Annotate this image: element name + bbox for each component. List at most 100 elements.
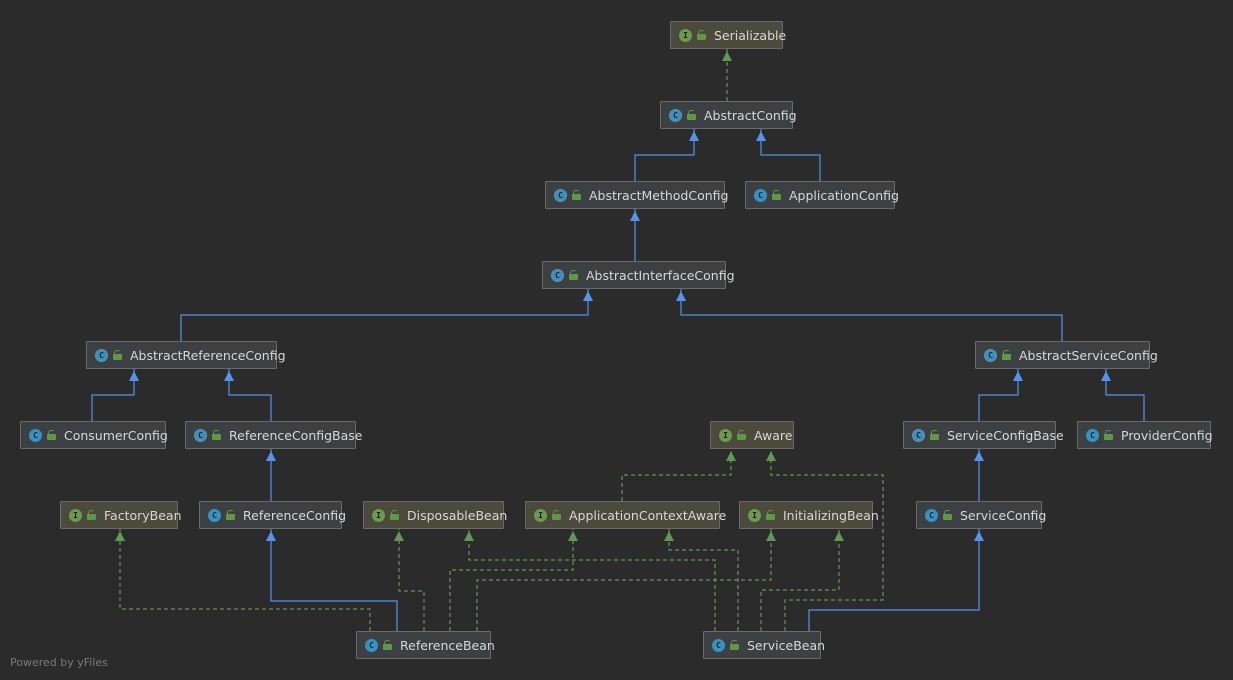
public-lock-icon [383, 640, 392, 650]
abstract-class-icon: C [551, 268, 564, 282]
node-label: ReferenceConfigBase [229, 427, 363, 443]
edge-implements [722, 42, 732, 101]
public-lock-icon [697, 30, 706, 40]
public-lock-icon [943, 510, 952, 520]
arrowhead [689, 131, 699, 141]
interface-icon: I [719, 428, 732, 442]
node-reference-bean[interactable]: C ReferenceBean [356, 631, 495, 659]
edge-implements [760, 522, 844, 631]
edge-extends [808, 522, 984, 631]
public-lock-icon [687, 110, 696, 120]
node-label: ReferenceBean [400, 637, 495, 653]
public-lock-icon [212, 430, 221, 440]
arrowhead [834, 531, 844, 541]
node-label: ServiceBean [747, 637, 826, 653]
class-icon: C [712, 638, 725, 652]
arrowhead [583, 291, 593, 301]
class-icon: C [208, 508, 221, 522]
arrowhead [676, 291, 686, 301]
arrowhead [722, 51, 732, 61]
node-service-bean[interactable]: C ServiceBean [703, 631, 825, 659]
public-lock-icon [737, 430, 746, 440]
public-lock-icon [772, 190, 781, 200]
node-service-config[interactable]: C ServiceConfig [916, 501, 1046, 529]
class-icon: C [29, 428, 42, 442]
edge-extends [180, 282, 593, 341]
public-lock-icon [47, 430, 56, 440]
edge-extends [978, 362, 1023, 421]
edge-extends [91, 362, 139, 421]
node-label: AbstractServiceConfig [1019, 347, 1158, 363]
node-label: ApplicationConfig [789, 187, 899, 203]
node-consumer-config[interactable]: C ConsumerConfig [20, 421, 168, 449]
arrowhead [1013, 371, 1023, 381]
arrowhead [726, 451, 736, 461]
edge-extends [630, 202, 640, 261]
arrowhead [756, 131, 766, 141]
node-label: AbstractMethodConfig [589, 187, 729, 203]
edge-extends [676, 282, 1063, 341]
arrowhead [115, 531, 125, 541]
powered-by-label: Powered by yFiles [10, 656, 108, 669]
public-lock-icon [552, 510, 561, 520]
abstract-class-icon: C [194, 428, 207, 442]
abstract-class-icon: C [669, 108, 682, 122]
node-reference-config-base[interactable]: C ReferenceConfigBase [185, 421, 363, 449]
node-label: AbstractReferenceConfig [130, 347, 286, 363]
public-lock-icon [226, 510, 235, 520]
node-label: FactoryBean [104, 507, 182, 523]
edge-extends [224, 362, 272, 421]
abstract-class-icon: C [984, 348, 997, 362]
arrowhead [766, 451, 776, 461]
interface-icon: I [69, 508, 82, 522]
edge-implements [464, 522, 716, 631]
arrowhead [224, 371, 234, 381]
node-abstract-service-config[interactable]: C AbstractServiceConfig [975, 341, 1158, 369]
node-factory-bean[interactable]: I FactoryBean [60, 501, 182, 529]
node-reference-config[interactable]: C ReferenceConfig [199, 501, 346, 529]
edge-implements [115, 522, 371, 631]
public-lock-icon [930, 430, 939, 440]
arrowhead [129, 371, 139, 381]
node-aware[interactable]: I Aware [710, 421, 794, 449]
node-label: Aware [754, 427, 793, 443]
edge-extends-interface [621, 442, 736, 501]
arrowhead [974, 531, 984, 541]
public-lock-icon [87, 510, 96, 520]
public-lock-icon [569, 270, 578, 280]
abstract-class-icon: C [912, 428, 925, 442]
class-icon: C [365, 638, 378, 652]
edge-extends [266, 442, 276, 501]
edge-extends [634, 122, 699, 181]
edge-implements [449, 522, 578, 631]
node-label: ProviderConfig [1121, 427, 1213, 443]
public-lock-icon [572, 190, 581, 200]
class-icon: C [925, 508, 938, 522]
public-lock-icon [730, 640, 739, 650]
edge-extends [1101, 362, 1145, 421]
public-lock-icon [390, 510, 399, 520]
node-label: ConsumerConfig [64, 427, 168, 443]
public-lock-icon [766, 510, 775, 520]
node-label: ReferenceConfig [243, 507, 347, 523]
interface-icon: I [534, 508, 547, 522]
edge-implements [664, 522, 739, 631]
arrowhead [568, 531, 578, 541]
arrowhead [630, 211, 640, 221]
arrowhead [1101, 371, 1111, 381]
interface-icon: I [748, 508, 761, 522]
public-lock-icon [1104, 430, 1113, 440]
node-label: ServiceConfig [960, 507, 1047, 523]
